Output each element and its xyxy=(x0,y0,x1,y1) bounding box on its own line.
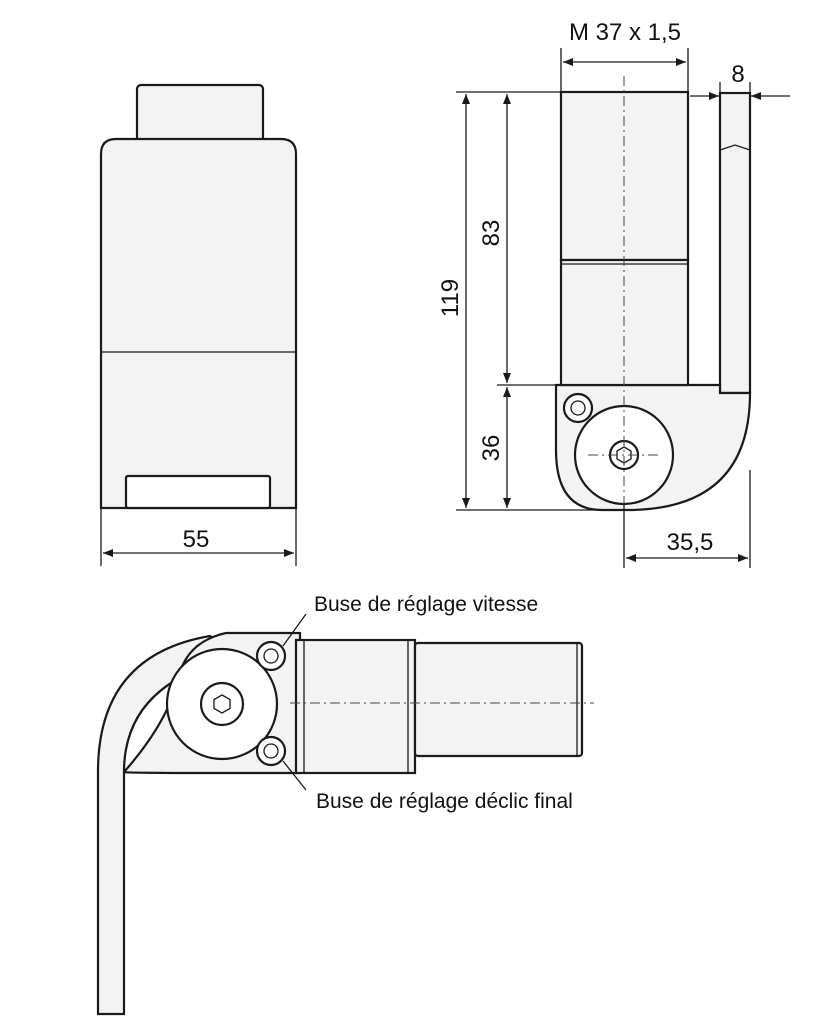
dim-cylinder-height-label: 83 xyxy=(478,220,505,247)
front-view: 55 xyxy=(99,83,298,566)
dim-plate-label: 8 xyxy=(731,61,744,88)
top-rod xyxy=(413,641,584,758)
dim-axis-offset-label: 35,5 xyxy=(667,529,714,556)
click-nozzle-label: Buse de réglage déclic final xyxy=(316,790,573,813)
top-hex-socket xyxy=(213,694,231,714)
dim-width-label: 55 xyxy=(183,526,210,553)
front-body xyxy=(99,137,298,510)
click-nozzle-inner xyxy=(263,743,279,759)
side-view: M 37 x 1,5 8 119 83 36 35,5 xyxy=(437,19,790,568)
dim-thread-label: M 37 x 1,5 xyxy=(569,19,681,46)
speed-nozzle-label: Buse de réglage vitesse xyxy=(314,593,538,616)
speed-nozzle-inner xyxy=(263,648,279,664)
top-view: Buse de réglage vitesse Buse de réglage … xyxy=(96,593,594,1016)
front-top-cap xyxy=(135,83,265,143)
click-nozzle-outer xyxy=(255,735,287,767)
speed-nozzle-outer xyxy=(255,640,287,672)
side-nozzle-outer xyxy=(562,392,594,424)
speed-nozzle-leader xyxy=(282,613,307,647)
top-cylinder xyxy=(294,638,417,775)
dim-total-height-label: 119 xyxy=(437,279,464,317)
side-plate xyxy=(718,91,752,395)
front-bottom-slot xyxy=(124,474,272,510)
side-nozzle-inner xyxy=(570,400,586,416)
side-plate-bend xyxy=(719,144,751,151)
top-pivot-bore xyxy=(199,681,245,727)
dim-knuckle-height-label: 36 xyxy=(478,435,505,462)
click-nozzle-leader xyxy=(282,760,307,791)
